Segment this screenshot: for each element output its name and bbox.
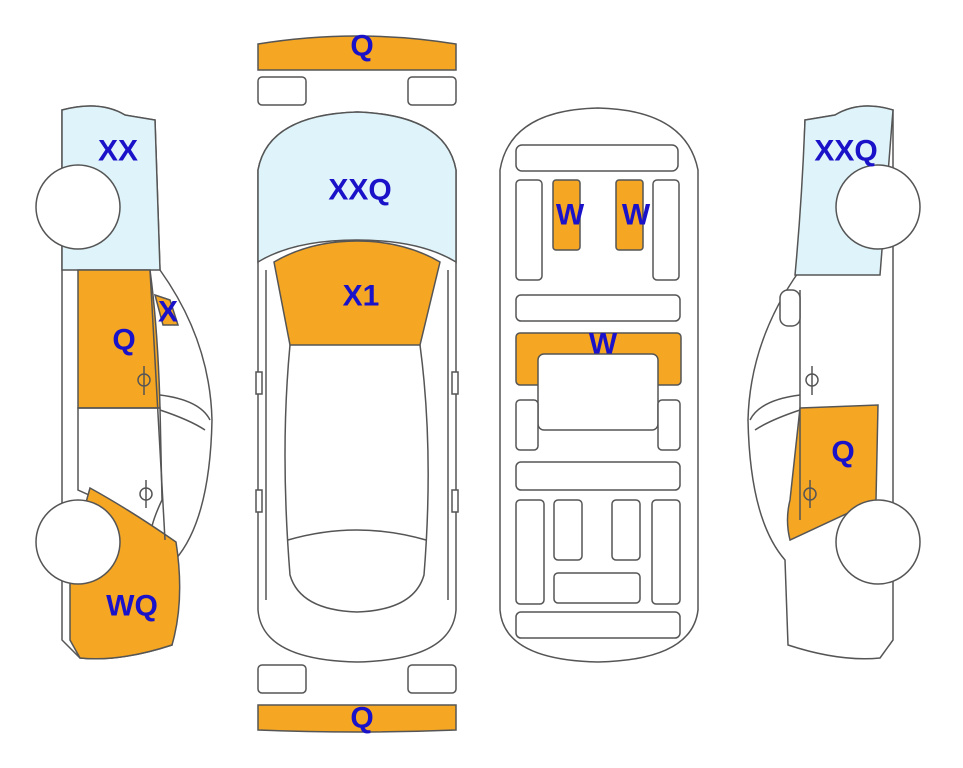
floor-front-bar [515, 144, 679, 172]
right-wheel-rear [835, 499, 921, 585]
right-side-line-2 [754, 409, 801, 431]
front-bumper-group: Q [257, 30, 457, 106]
mirror-right-top [451, 371, 459, 395]
top-view-car: XXQ X1 [255, 111, 459, 663]
floor-seat-right[interactable] [615, 179, 644, 251]
floor-rear-seat-left [553, 499, 583, 561]
top-windshield[interactable] [257, 111, 457, 264]
rear-bumper-label: Q [350, 702, 373, 735]
left-small-panel[interactable] [153, 293, 180, 326]
left-fender-label: WQ [106, 590, 158, 623]
front-light-left [257, 76, 307, 106]
rear-light-right [407, 664, 457, 694]
floor-mid-bar [515, 294, 681, 322]
floor-bar-3 [515, 461, 681, 491]
right-side-view: XXQ Q [747, 105, 921, 660]
floor-panel-label: W [589, 328, 618, 361]
front-bumper[interactable] [257, 35, 457, 71]
floor-left-rail [515, 179, 543, 281]
top-hood-label: X1 [343, 280, 380, 313]
left-window-label: XX [98, 135, 138, 168]
front-bumper-label: Q [350, 30, 373, 63]
left-side-view: XX X Q WQ [35, 105, 213, 660]
right-side-line [749, 394, 801, 421]
right-mirror [779, 289, 801, 327]
right-window-label: XXQ [814, 135, 877, 168]
left-pillar [149, 269, 166, 541]
rear-bumper[interactable] [257, 704, 457, 733]
floor-rear-box [553, 572, 641, 604]
left-side-line [159, 394, 211, 421]
rear-bumper-group: Q [257, 664, 457, 735]
floor-rear-rail-right [651, 499, 681, 605]
floor-rear-seat-right [611, 499, 641, 561]
floor-view: W W W [499, 107, 699, 663]
top-rear-glass [287, 529, 427, 541]
floor-seat-left[interactable] [552, 179, 581, 251]
floor-center-box [537, 353, 659, 431]
mirror-right-bottom [451, 489, 459, 513]
top-hood[interactable] [273, 240, 441, 346]
floor-rear-bar [515, 611, 681, 639]
left-wheel-front [35, 164, 121, 250]
floor-rear-rail-left [515, 499, 545, 605]
right-wheel-front [835, 164, 921, 250]
left-small-label: X [158, 296, 178, 329]
right-door-label: Q [831, 436, 854, 469]
rear-light-left [257, 664, 307, 694]
floor-seat-left-label: W [556, 199, 585, 232]
left-door-label: Q [112, 324, 135, 357]
left-wheel-rear [35, 499, 121, 585]
right-handle-rear [803, 480, 817, 508]
front-light-right [407, 76, 457, 106]
left-handle-rear [139, 480, 153, 508]
top-windshield-label: XXQ [328, 174, 391, 207]
floor-right-box [657, 399, 681, 451]
right-handle-front [805, 366, 819, 395]
top-roof [284, 344, 429, 613]
mirror-left-top [255, 371, 263, 395]
left-side-line-2 [159, 409, 206, 431]
floor-left-box [515, 399, 539, 451]
floor-right-rail [652, 179, 680, 281]
left-handle-front [137, 366, 151, 395]
floor-seat-right-label: W [622, 199, 651, 232]
mirror-left-bottom [255, 489, 263, 513]
